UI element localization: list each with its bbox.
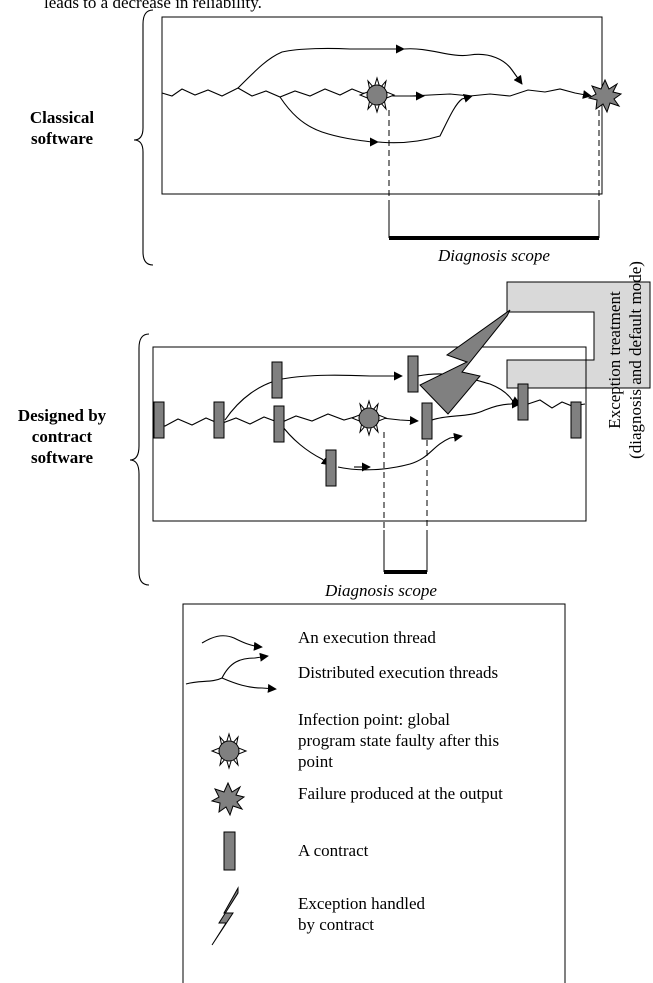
classical-infection-point [359, 77, 395, 113]
legend-text: Distributed execution threads [298, 663, 498, 682]
legend: An execution thread Distributed executio… [182, 603, 566, 983]
classical-lower-branch-2 [377, 94, 473, 144]
classical-scope-label: Diagnosis scope [437, 246, 550, 265]
exception-label-line2: (diagnosis and default mode) [626, 261, 645, 459]
contract-brace [129, 333, 150, 586]
legend-text: Failure produced at the output [298, 784, 503, 803]
contract-label: Designed by [18, 406, 107, 425]
contract-marker [407, 355, 419, 393]
contract-marker [271, 361, 283, 399]
classical-failure-burst [588, 79, 622, 113]
contract-marker [517, 383, 529, 421]
contract-marker [570, 401, 582, 439]
classical-program-box [161, 16, 603, 195]
classical-brace [133, 9, 154, 266]
contract-main-thread-2 [431, 399, 521, 421]
legend-text: Infection point: global [298, 710, 450, 729]
legend-text: point [298, 752, 333, 771]
classical-label-line2: software [31, 129, 93, 148]
exception-lightning [419, 309, 511, 415]
contract-marker [421, 402, 433, 440]
distributed-threads-icon [221, 677, 277, 693]
legend-text: by contract [298, 915, 374, 934]
classical-upper-branch [237, 44, 405, 89]
contract-marker [273, 405, 285, 443]
contract-infection-point [351, 400, 387, 436]
contract-marker [325, 449, 337, 487]
classical-label: Classical [30, 108, 95, 127]
exception-treatment-panel [506, 281, 651, 389]
contract-section: Exception treatment (diagnosis and defau… [18, 261, 651, 600]
contract-marker [213, 401, 225, 439]
top-caption: leads to a decrease in reliability. [44, 0, 262, 12]
legend-text: program state faulty after this [298, 731, 499, 750]
failure-icon [211, 782, 245, 816]
contract-lower-branch-2 [337, 432, 463, 471]
infection-point-icon [211, 733, 247, 769]
contract-label-line2: contract [32, 427, 93, 446]
legend-box [182, 603, 566, 983]
legend-text: An execution thread [298, 628, 436, 647]
contract-program-box [152, 346, 587, 522]
contract-lower-branch [279, 422, 331, 466]
contract-label-line3: software [31, 448, 93, 467]
exception-label: Exception treatment [605, 291, 624, 429]
contract-marker [153, 401, 165, 439]
execution-thread-icon [201, 635, 263, 651]
contract-icon [223, 831, 236, 871]
contract-scope-label: Diagnosis scope [324, 581, 437, 600]
legend-text: Exception handled [298, 894, 425, 913]
legend-text: A contract [298, 841, 369, 860]
classical-lower-branch [279, 96, 379, 147]
classical-section: Classical software Diagnosis scope [30, 9, 622, 266]
classical-main-thread [161, 87, 592, 99]
classical-upper-branch-2 [403, 48, 523, 85]
lightning-icon [211, 886, 239, 946]
